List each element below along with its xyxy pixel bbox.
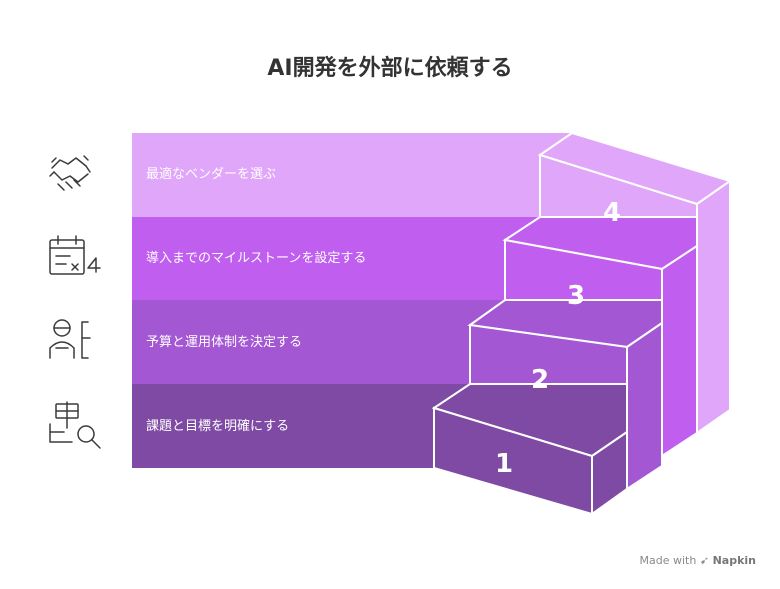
step-3-number: 3 [567,281,585,311]
step-1-band [132,384,470,468]
step-4-label: 最適なベンダーを選ぶ [146,166,276,182]
step-4-number: 4 [603,198,621,228]
step-4-side [696,179,731,435]
step-1 [132,383,628,516]
footer-attribution: Made with ➹ Napkin [640,554,756,567]
calendar-milestone-icon [49,235,101,275]
step-3-side [661,244,698,458]
step-1-side [591,430,628,516]
person-budget-icon [49,319,91,359]
made-with-label: Made with [639,554,697,567]
step-1-label: 課題と目標を明確にする [146,418,289,434]
step-2-label: 予算と運用体制を決定する [146,335,302,350]
step-2 [132,299,663,491]
brand-name: Napkin [712,554,756,567]
step-2-band [132,300,505,384]
napkin-logo-icon: ➹ [699,554,710,567]
step-3-label: 導入までのマイルストーンを設定する [146,250,366,266]
step-2-number: 2 [531,365,549,395]
diagram-title: AI開発を外部に依頼する [267,56,513,81]
step-4 [132,131,733,435]
step-3-band [132,217,540,300]
step-2-side [626,321,663,491]
step-3 [132,216,698,458]
handshake-icon [49,155,91,191]
task-search-icon [49,401,101,449]
step-1-number: 1 [495,449,513,479]
step-4-band [132,133,572,217]
